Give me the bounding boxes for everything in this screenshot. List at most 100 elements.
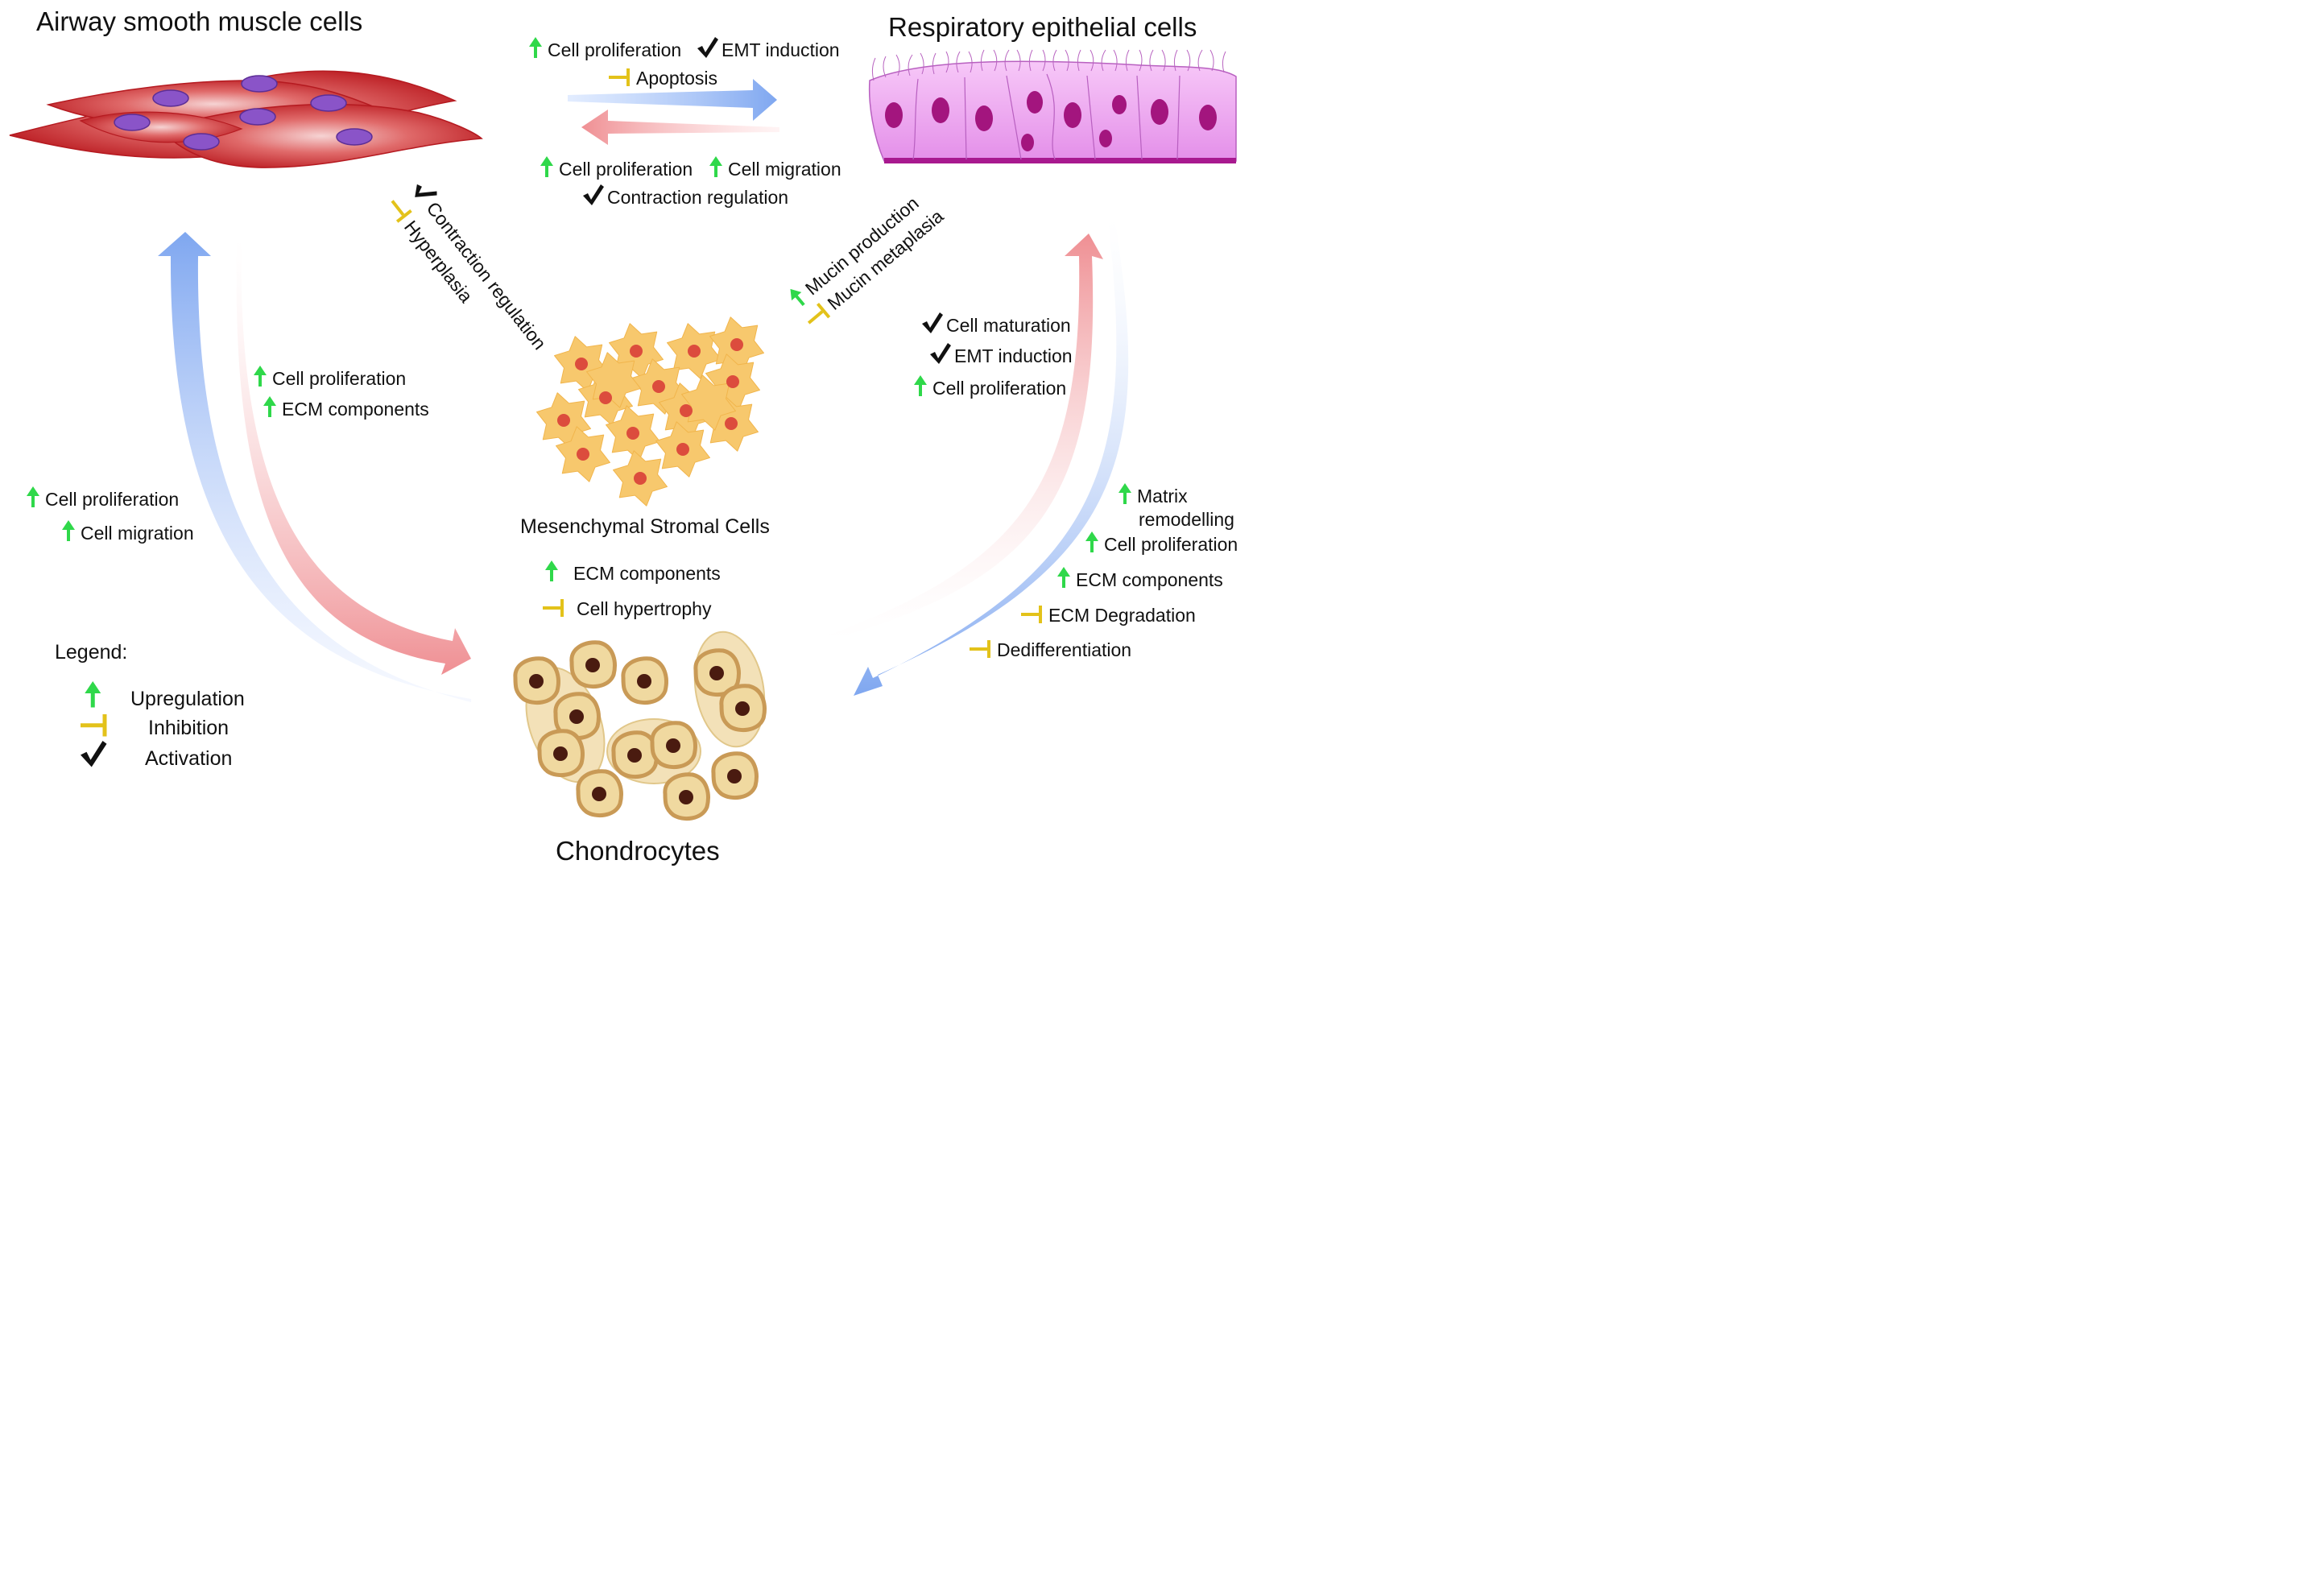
effect-label: ECM Degradation <box>1048 605 1196 626</box>
arrow-asm-to-chondro <box>236 238 471 675</box>
check-icon <box>81 741 107 767</box>
effect-label: Cell migration <box>81 523 194 544</box>
effect-label: Cell migration <box>728 159 841 180</box>
effect-item: Cell maturation <box>922 312 1071 336</box>
effect-item: Cell migration <box>709 156 841 180</box>
up-arrow-icon <box>263 396 276 417</box>
chondrocyte <box>553 692 601 741</box>
arrow-chondro-to-asm <box>158 232 471 702</box>
nucleus <box>239 108 276 126</box>
effect-item: Cell proliferation <box>529 37 681 60</box>
msc-nucleus <box>652 380 665 393</box>
up-arrow-icon <box>1057 567 1070 588</box>
chondrocyte <box>513 656 560 705</box>
effect-item: ECM components <box>1057 567 1223 590</box>
check-icon <box>583 184 604 205</box>
up-arrow-icon <box>545 560 558 581</box>
effect-item: remodelling <box>1139 509 1234 530</box>
legend-item: Inhibition <box>81 714 229 739</box>
legend-title: Legend: <box>55 641 127 664</box>
check-icon <box>415 184 437 197</box>
nucleus <box>885 102 903 128</box>
nucleus <box>975 105 993 131</box>
msc-nucleus <box>726 375 739 388</box>
legend-label: Inhibition <box>148 717 229 739</box>
inhibition-icon <box>81 714 107 737</box>
effect-label: EMT induction <box>722 39 840 60</box>
effect-item: Cell proliferation <box>914 375 1066 399</box>
msc-cluster-illustration <box>536 316 764 507</box>
up-arrow-icon <box>709 156 722 177</box>
up-arrow-icon <box>790 288 805 307</box>
msc-cell <box>586 352 641 408</box>
effect-label: Apoptosis <box>636 68 717 89</box>
effect-item: Cell proliferation <box>1085 531 1238 555</box>
nucleus <box>1112 95 1127 114</box>
up-arrow-icon <box>529 37 542 58</box>
chondrocyte <box>663 772 710 821</box>
effect-item: ECM components <box>545 560 721 584</box>
effect-label: remodelling <box>1139 509 1234 530</box>
msc-nucleus <box>676 443 689 456</box>
chondrocyte <box>537 729 585 778</box>
arrow-asm-to-epi <box>568 79 777 121</box>
effect-label: Cell hypertrophy <box>577 598 712 619</box>
title-msc: Mesenchymal Stromal Cells <box>520 515 770 538</box>
chondrocyte-cluster-illustration <box>513 631 767 821</box>
effect-label: ECM components <box>573 563 721 584</box>
effect-item: EMT induction <box>930 343 1073 366</box>
msc-nucleus <box>634 472 647 485</box>
chondrocyte <box>719 684 767 733</box>
nucleus <box>310 94 347 112</box>
effect-label: Cell maturation <box>946 315 1071 336</box>
up-arrow-icon <box>1085 531 1098 552</box>
effect-label: Cell proliferation <box>1104 534 1238 555</box>
effect-label: Dedifferentiation <box>997 639 1131 660</box>
effect-item: Cell migration <box>62 520 194 544</box>
msc-nucleus <box>626 427 639 440</box>
effect-label: Cell proliferation <box>932 378 1066 399</box>
check-icon <box>930 343 951 364</box>
nucleus <box>114 114 151 131</box>
effect-item: Cell proliferation <box>254 366 406 389</box>
effect-item: Apoptosis <box>609 68 717 89</box>
msc-nucleus <box>575 358 588 370</box>
cilia <box>871 49 1226 81</box>
chondrocyte <box>569 640 617 689</box>
effect-item: Contraction regulation <box>583 184 788 208</box>
smooth-muscle-cells-illustration <box>9 70 483 168</box>
msc-nucleus <box>577 448 589 461</box>
msc-nucleus <box>599 391 612 404</box>
legend-label: Upregulation <box>130 688 245 710</box>
inhibition-icon <box>807 302 831 325</box>
effect-label: Cell proliferation <box>548 39 681 60</box>
effect-label: Matrix <box>1137 486 1188 507</box>
nucleus <box>1064 102 1081 128</box>
msc-nucleus <box>725 417 738 430</box>
chondrocyte <box>711 751 759 800</box>
nucleus <box>1027 91 1043 114</box>
msc-nucleus <box>680 404 693 417</box>
title-chondro: Chondrocytes <box>556 836 720 866</box>
legend-item: Activation <box>81 741 232 770</box>
up-arrow-icon <box>27 486 39 507</box>
title-asm: Airway smooth muscle cells <box>36 6 362 36</box>
effect-label: ECM components <box>282 399 429 420</box>
up-arrow-icon <box>85 681 101 708</box>
chondrocyte <box>576 769 623 818</box>
cell-interaction-diagram: Airway smooth muscle cells Respiratory e… <box>9 6 1238 866</box>
inhibition-icon <box>609 68 630 86</box>
check-icon <box>922 312 943 333</box>
effect-item: Cell proliferation <box>27 486 179 510</box>
up-arrow-icon <box>254 366 267 387</box>
check-icon <box>697 37 718 58</box>
chondrocyte <box>693 648 741 697</box>
